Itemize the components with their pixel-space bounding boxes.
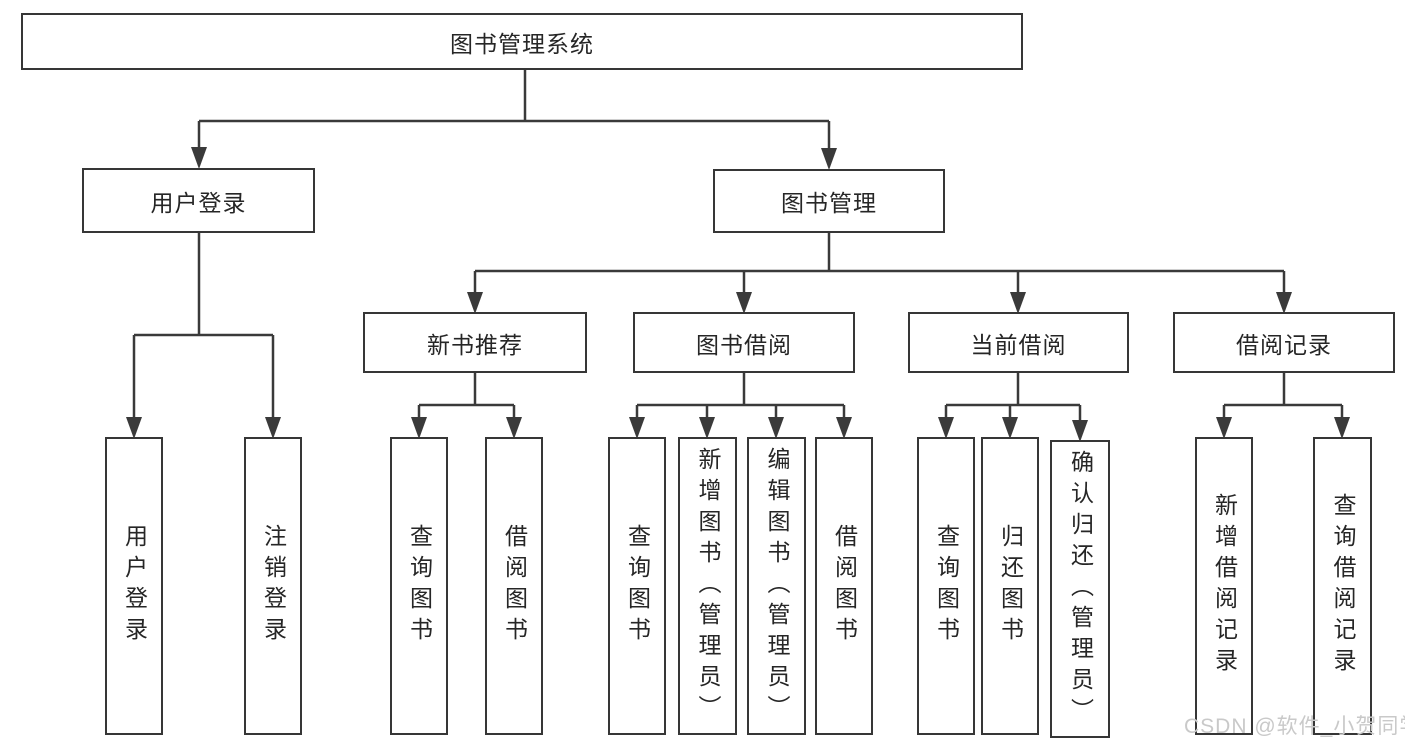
node-book-management: 图书管理 <box>713 169 945 233</box>
node-label: 借阅记录 <box>1236 331 1332 358</box>
node-label: 新书推荐 <box>427 331 523 358</box>
node-add-books-admin: 新增图书（管理员） <box>678 437 737 735</box>
node-label: 归还图书 <box>997 524 1024 648</box>
node-query-books-borrow: 查询图书 <box>608 437 666 735</box>
node-label: 新增图书（管理员） <box>695 446 721 726</box>
node-label: 用户登录 <box>150 189 247 216</box>
node-borrow-books-borrow: 借阅图书 <box>815 437 873 735</box>
arrow-down-icons <box>126 147 1350 442</box>
node-query-books-current: 查询图书 <box>917 437 975 735</box>
node-label: 编辑图书（管理员） <box>764 446 790 726</box>
node-logout: 注销登录 <box>244 437 302 735</box>
node-current-borrowing: 当前借阅 <box>908 312 1129 373</box>
node-label: 图书管理 <box>781 190 877 216</box>
node-confirm-return-admin: 确认归还（管理员） <box>1050 440 1110 738</box>
node-label: 图书管理系统 <box>450 30 594 57</box>
node-label: 查询图书 <box>624 524 651 648</box>
node-new-book-recommend: 新书推荐 <box>363 312 587 373</box>
csdn-watermark: CSDN @软件_小贺同学 <box>1184 715 1405 738</box>
node-user-login: 用户登录 <box>82 168 315 233</box>
node-return-books: 归还图书 <box>981 437 1039 735</box>
node-label: 确认归还（管理员） <box>1067 449 1094 729</box>
node-add-borrow-record: 新增借阅记录 <box>1195 437 1253 735</box>
node-borrowing-records: 借阅记录 <box>1173 312 1395 373</box>
node-label: 当前借阅 <box>970 331 1067 358</box>
node-book-borrowing: 图书借阅 <box>633 312 855 373</box>
node-label: 借阅图书 <box>501 524 528 648</box>
node-edit-books-admin: 编辑图书（管理员） <box>747 437 806 735</box>
node-label: 注销登录 <box>260 524 287 648</box>
node-label: 借阅图书 <box>831 524 858 648</box>
node-label: 用户登录 <box>121 524 148 648</box>
node-system-root: 图书管理系统 <box>21 13 1023 70</box>
node-label: 查询图书 <box>933 524 960 648</box>
node-label: 新增借阅记录 <box>1211 493 1238 679</box>
node-user-login-leaf: 用户登录 <box>105 437 163 735</box>
node-query-books-recommend: 查询图书 <box>390 437 448 735</box>
node-label: 查询图书 <box>406 524 433 648</box>
node-borrow-books-recommend: 借阅图书 <box>485 437 543 735</box>
node-label: 图书借阅 <box>696 331 792 358</box>
node-label: 查询借阅记录 <box>1330 493 1356 679</box>
node-query-borrow-record: 查询借阅记录 <box>1313 437 1372 735</box>
connector-path <box>132 70 1344 423</box>
